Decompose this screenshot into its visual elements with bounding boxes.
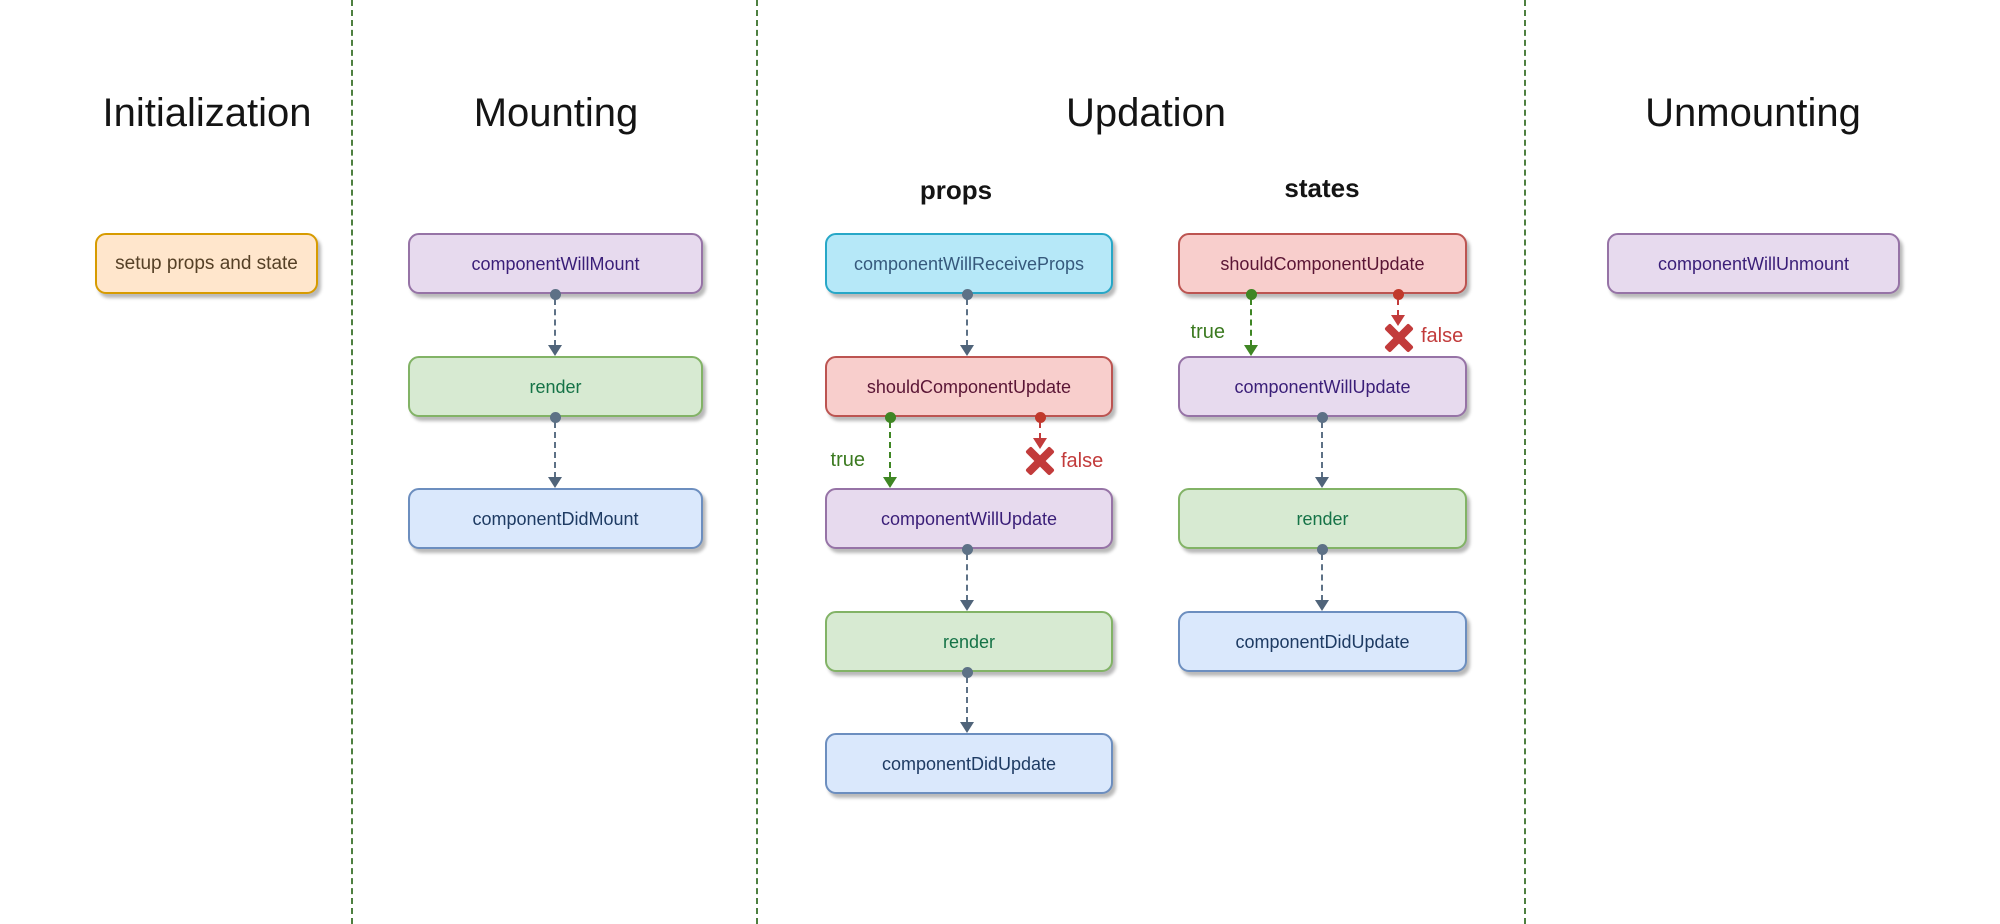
arrow-dashed-line — [966, 299, 968, 346]
branch-label-false-props: false — [1061, 450, 1104, 472]
arrow-origin-dot — [1316, 544, 1328, 555]
node-render-states: render — [1178, 488, 1467, 549]
x-mark-icon — [1385, 324, 1413, 352]
section-title-updation: Updation — [1065, 91, 1227, 135]
arrow-origin-dot — [884, 412, 896, 423]
arrow-dashed-line — [889, 422, 891, 478]
arrowhead-icon — [960, 600, 974, 611]
node-render-mounting: render — [408, 356, 703, 417]
arrow-origin-dot — [961, 544, 973, 555]
arrowhead-icon — [1315, 600, 1329, 611]
arrow-origin-dot — [549, 289, 561, 300]
subcolumn-title-states: states — [1284, 173, 1360, 203]
arrow-dashed-line — [1321, 554, 1323, 601]
arrow-dashed-line — [554, 299, 556, 346]
node-should-component-update-props: shouldComponentUpdate — [825, 356, 1113, 417]
arrowhead-icon — [960, 722, 974, 733]
node-should-component-update-states: shouldComponentUpdate — [1178, 233, 1467, 294]
arrow-dashed-line — [1321, 422, 1323, 478]
arrow-true-branch-states — [1243, 289, 1259, 356]
section-title-unmounting: Unmounting — [1645, 91, 1861, 135]
branch-label-true-props: true — [830, 449, 865, 471]
node-component-did-mount: componentDidMount — [408, 488, 703, 549]
arrow-dashed-line — [554, 422, 556, 478]
section-title-mounting: Mounting — [473, 91, 639, 135]
arrow-will-update-to-render-props — [959, 544, 975, 611]
x-mark-icon — [1026, 447, 1054, 475]
arrow-will-update-to-render-states — [1314, 412, 1330, 488]
subcolumn-title-props: props — [919, 175, 993, 205]
node-component-did-update-props: componentDidUpdate — [825, 733, 1113, 794]
arrowhead-icon — [1244, 345, 1258, 356]
separator-line-2 — [756, 0, 758, 924]
node-component-will-unmount: componentWillUnmount — [1607, 233, 1900, 294]
separator-line-3 — [1524, 0, 1526, 924]
section-title-initialization: Initialization — [102, 91, 312, 135]
arrowhead-icon — [1315, 477, 1329, 488]
arrow-origin-dot — [961, 667, 973, 678]
arrow-origin-dot — [961, 289, 973, 300]
arrowhead-icon — [1391, 315, 1405, 326]
branch-label-false-states: false — [1421, 325, 1464, 347]
arrow-dashed-line — [966, 677, 968, 723]
arrow-dashed-line — [966, 554, 968, 601]
node-render-props: render — [825, 611, 1113, 672]
node-setup-props-and-state: setup props and state — [95, 233, 318, 294]
arrow-will-mount-to-render — [547, 289, 563, 356]
node-component-will-mount: componentWillMount — [408, 233, 703, 294]
arrowhead-icon — [1033, 438, 1047, 449]
arrow-false-branch-props — [1032, 412, 1048, 449]
arrow-origin-dot — [1392, 289, 1404, 300]
node-component-will-update-states: componentWillUpdate — [1178, 356, 1467, 417]
arrow-will-receive-props-to-should-update — [959, 289, 975, 356]
arrow-origin-dot — [1034, 412, 1046, 423]
node-component-will-update-props: componentWillUpdate — [825, 488, 1113, 549]
arrow-origin-dot — [1245, 289, 1257, 300]
arrowhead-icon — [548, 345, 562, 356]
branch-label-true-states: true — [1190, 321, 1225, 343]
arrowhead-icon — [960, 345, 974, 356]
arrow-dashed-line — [1250, 299, 1252, 346]
arrow-render-to-did-update-states — [1314, 544, 1330, 611]
node-component-did-update-states: componentDidUpdate — [1178, 611, 1467, 672]
separator-line-1 — [351, 0, 353, 924]
arrow-render-to-did-mount — [547, 412, 563, 488]
arrowhead-icon — [548, 477, 562, 488]
arrow-origin-dot — [1316, 412, 1328, 423]
arrow-render-to-did-update-props — [959, 667, 975, 733]
arrow-false-branch-states — [1390, 289, 1406, 326]
arrow-origin-dot — [549, 412, 561, 423]
arrow-dashed-line — [1397, 299, 1399, 316]
arrow-dashed-line — [1039, 422, 1041, 439]
arrowhead-icon — [883, 477, 897, 488]
arrow-true-branch-props — [882, 412, 898, 488]
node-component-will-receive-props: componentWillReceiveProps — [825, 233, 1113, 294]
